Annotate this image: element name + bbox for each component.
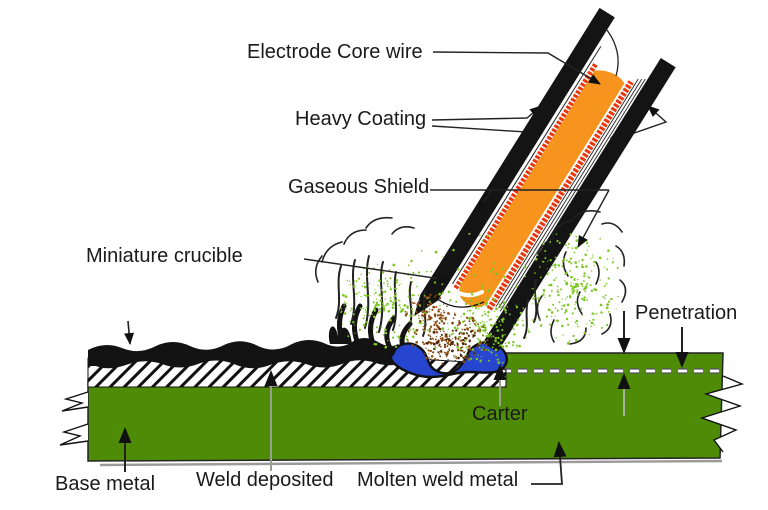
- break-mark-right: [699, 375, 745, 453]
- label-miniature-crucible: Miniature crucible: [86, 245, 243, 267]
- label-base-metal: Base metal: [55, 473, 156, 495]
- leader-heavy-coating-left: [431, 105, 542, 121]
- label-crater: Carter: [472, 403, 528, 425]
- electrode-gap-line: [452, 46, 602, 285]
- electrode-coating-right: [482, 57, 676, 353]
- label-gaseous-shield: Gaseous Shield: [288, 176, 430, 198]
- break-mark-left-upper: [61, 391, 89, 412]
- label-electrode-core-wire: Electrode Core wire: [247, 41, 423, 63]
- electrode-flux-stripe-right: [486, 80, 634, 311]
- label-molten-weld-metal: Molten weld metal: [357, 469, 519, 491]
- electrode-sheath-lines: [495, 78, 646, 312]
- arrow-slag-pointer: [124, 320, 135, 345]
- base-metal-bottom-line: [99, 459, 723, 467]
- electrode-coating-left: [413, 7, 615, 317]
- electrode-stripped-coating-curve: [606, 29, 619, 77]
- slag-layer: [88, 338, 404, 369]
- label-heavy-coating: Heavy Coating: [295, 108, 427, 130]
- leader-gaseous-shield-right-arrow: [577, 189, 610, 248]
- leader-electrode-core-wire: [432, 51, 601, 85]
- label-weld-deposited: Weld deposited: [196, 469, 334, 491]
- slag-smoke-swirls: [328, 303, 413, 353]
- arrow-molten-weld-metal: [531, 441, 567, 485]
- molten-pool-shape: [389, 340, 509, 379]
- crucible-tip-highlight: [448, 286, 484, 298]
- gaseous-shield-speckles: [340, 232, 619, 365]
- label-penetration: Penetration: [635, 302, 738, 324]
- electrode-core-wire-shape: [459, 70, 625, 308]
- break-mark-left-lower: [59, 423, 89, 446]
- electrode: [413, 7, 676, 353]
- leader-miniature-crucible: [303, 258, 449, 284]
- leader-gaseous-shield-left-arrow: [477, 189, 493, 212]
